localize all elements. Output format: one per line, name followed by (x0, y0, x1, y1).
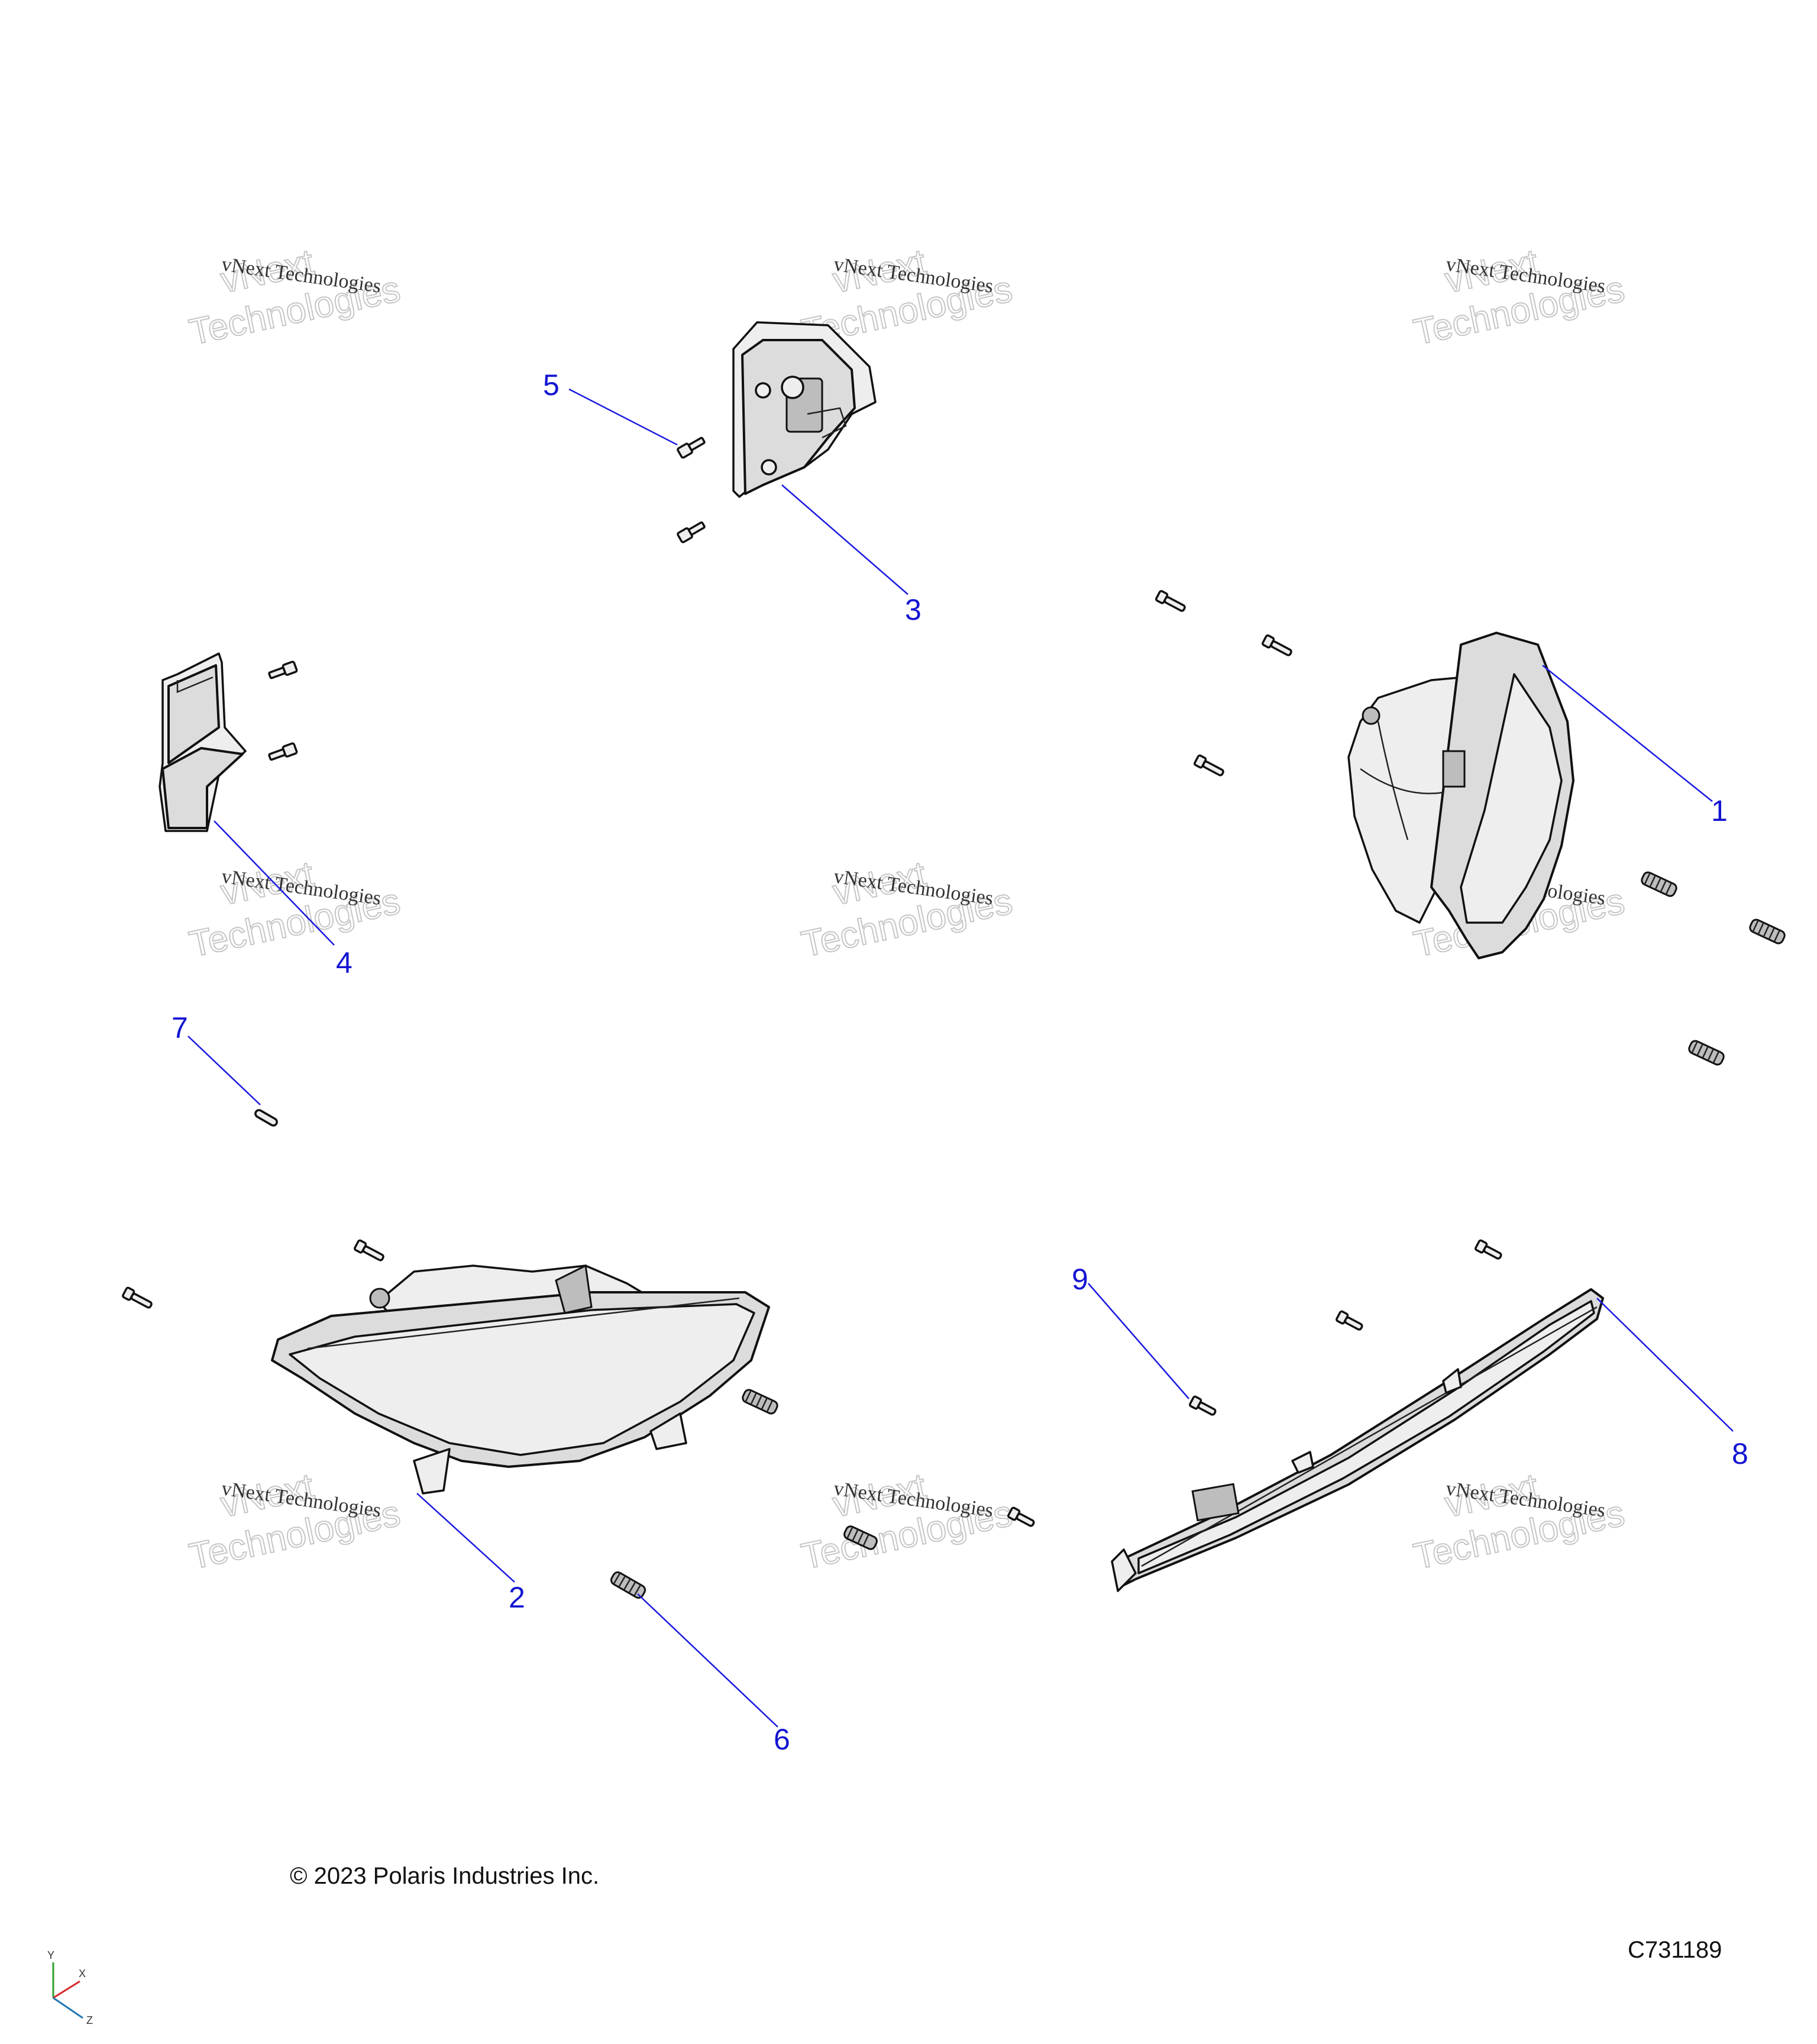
part-1-headlight (1347, 632, 1574, 959)
callout-5[interactable]: 5 (543, 368, 560, 402)
leader-line-7 (187, 1036, 261, 1105)
part-4-bracket (159, 652, 247, 832)
leader-line-2 (416, 1493, 515, 1583)
callout-4[interactable]: 4 (336, 946, 353, 979)
screw-icon (1194, 754, 1224, 777)
screw-icon (122, 1286, 153, 1309)
figure-code: C731189 (1628, 1937, 1722, 1963)
spring-icon (610, 1571, 646, 1599)
callout-6[interactable]: 6 (774, 1723, 790, 1756)
pin-icon (254, 1109, 278, 1127)
axis-label-y: Y (47, 1949, 54, 1961)
screw-icon (1189, 1395, 1217, 1416)
leader-line-3 (781, 484, 908, 595)
leader-lines (187, 388, 1734, 1728)
screw-icon (1155, 590, 1186, 612)
axis-triad-icon: Y X Z (47, 1949, 93, 2026)
callout-3[interactable]: 3 (905, 593, 922, 626)
leader-line-4 (214, 820, 335, 946)
screw-icon (1007, 1506, 1035, 1527)
bolt-icon (268, 661, 298, 680)
axis-label-x: X (79, 1968, 86, 1980)
leader-line-6 (637, 1593, 778, 1728)
callout-2[interactable]: 2 (509, 1581, 525, 1614)
screw-icon (1262, 634, 1292, 656)
bolt-icon (268, 742, 298, 761)
callout-8[interactable]: 8 (1732, 1437, 1748, 1470)
screw-icon (354, 1239, 384, 1262)
spring-icon (1641, 871, 1677, 897)
part-8-light-bar (1111, 1288, 1604, 1592)
leader-line-9 (1088, 1283, 1189, 1399)
callout-7[interactable]: 7 (172, 1011, 188, 1044)
leader-line-8 (1596, 1298, 1734, 1432)
bolt-icon (677, 436, 706, 459)
axis-label-z: Z (86, 2014, 93, 2026)
spring-icon (843, 1525, 878, 1550)
leader-line-5 (568, 388, 678, 446)
spring-icon (1688, 1040, 1725, 1066)
spring-icon (1749, 918, 1786, 945)
part-3-bracket (732, 321, 877, 498)
bolt-icon (677, 521, 706, 544)
callout-1[interactable]: 1 (1711, 794, 1728, 827)
spring-icon (742, 1389, 778, 1415)
screw-icon (1475, 1239, 1502, 1260)
callout-9[interactable]: 9 (1072, 1263, 1088, 1296)
screw-icon (1336, 1310, 1363, 1331)
callout-numbers: 1 2 3 4 5 6 7 8 9 (172, 368, 1748, 1756)
part-2-headlight (271, 1264, 770, 1495)
leader-line-1 (1542, 665, 1713, 802)
copyright-text: © 2023 Polaris Industries Inc. (290, 1863, 599, 1889)
